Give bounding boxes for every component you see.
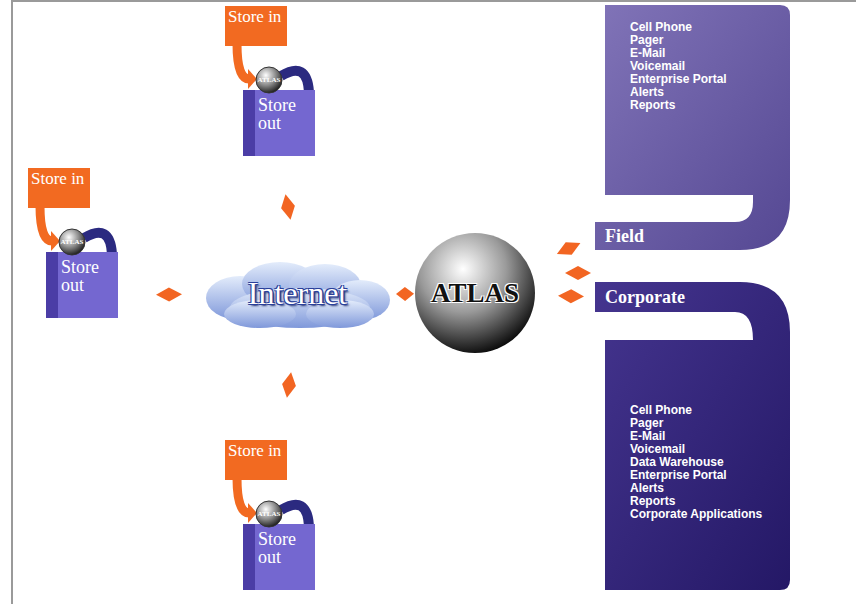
link-connector <box>281 194 295 220</box>
list-item: Pager <box>630 34 727 47</box>
store-out-label: Store out <box>258 96 313 132</box>
link-diamond <box>558 289 584 303</box>
store-out-box <box>243 90 315 156</box>
link-connector <box>282 372 296 398</box>
store-in-tab <box>28 168 90 208</box>
list-item: E-Mail <box>630 430 762 443</box>
link-diamond <box>565 266 591 280</box>
store-in-label: Store in <box>228 442 285 459</box>
field-panel-shape <box>595 5 790 250</box>
link-connector <box>558 289 584 303</box>
frame-line <box>11 0 13 604</box>
list-item: Voicemail <box>630 60 727 73</box>
store-in-label: Store in <box>31 170 88 187</box>
item-list: Cell PhonePagerE-MailVoicemailEnterprise… <box>630 21 727 112</box>
atlas-badge-label: ATLAS <box>256 75 282 85</box>
corporate-heading: Corporate <box>605 285 685 309</box>
store-node: Store in ATLAS Store out <box>225 6 335 156</box>
store-in-arrow <box>237 478 249 513</box>
list-item: Reports <box>630 99 727 112</box>
store-in-label: Store in <box>228 8 285 25</box>
store-out-box <box>243 524 315 590</box>
store-in-tab <box>225 6 287 46</box>
frame-line <box>12 0 856 2</box>
store-in-arrow <box>40 206 52 241</box>
list-item: Enterprise Portal <box>630 73 727 86</box>
store-in-tab <box>225 440 287 480</box>
atlas-badge <box>256 67 282 93</box>
link-diamond <box>557 242 581 255</box>
list-item: Alerts <box>630 482 762 495</box>
link-diamond <box>282 372 296 398</box>
list-item: Cell Phone <box>630 404 762 417</box>
corporate-panel <box>595 282 790 592</box>
link-connector <box>156 288 182 302</box>
list-item: Voicemail <box>630 443 762 456</box>
atlas-badge <box>59 229 85 255</box>
store-out-strip <box>46 252 58 318</box>
store-out-strip <box>243 90 255 156</box>
store-in-arrow <box>237 44 249 79</box>
store-out-strip <box>243 524 255 590</box>
atlas-badge-label: ATLAS <box>59 237 85 247</box>
list-item: Reports <box>630 495 762 508</box>
link-diamond <box>396 287 414 301</box>
store-out-arc <box>281 71 309 92</box>
list-item: Pager <box>630 417 762 430</box>
list-item: E-Mail <box>630 47 727 60</box>
list-item: Alerts <box>630 86 727 99</box>
atlas-sphere-body <box>415 233 535 353</box>
sphere-node: ATLAS <box>415 233 535 353</box>
store-out-arc <box>281 505 309 526</box>
cloud-node: Internet <box>200 258 395 330</box>
link-diamond <box>156 288 182 302</box>
store-node: Store in ATLAS Store out <box>28 168 138 318</box>
store-out-arc <box>84 233 112 254</box>
store-out-label: Store out <box>258 530 313 566</box>
link-diamond <box>281 194 295 220</box>
item-list: Cell PhonePagerE-MailVoicemailData Wareh… <box>630 404 762 521</box>
store-out-label: Store out <box>61 258 116 294</box>
list-item: Data Warehouse <box>630 456 762 469</box>
store-out-box <box>46 252 118 318</box>
atlas-badge <box>256 501 282 527</box>
field-panel <box>595 5 790 253</box>
corporate-panel-shape <box>595 282 790 590</box>
list-item: Enterprise Portal <box>630 469 762 482</box>
field-node: Cell PhonePagerE-MailVoicemailEnterprise… <box>595 5 790 253</box>
list-item: Cell Phone <box>630 21 727 34</box>
link-connector <box>557 242 581 255</box>
field-heading: Field <box>605 224 644 248</box>
store-node: Store in ATLAS Store out <box>225 440 335 590</box>
atlas-badge-label: ATLAS <box>256 509 282 519</box>
list-item: Corporate Applications <box>630 508 762 521</box>
internet-label: Internet <box>200 274 395 312</box>
link-connector <box>396 287 414 301</box>
atlas-label: ATLAS <box>415 275 535 311</box>
corp-node: CorporateCell PhonePagerE-MailVoicemailD… <box>595 282 790 592</box>
